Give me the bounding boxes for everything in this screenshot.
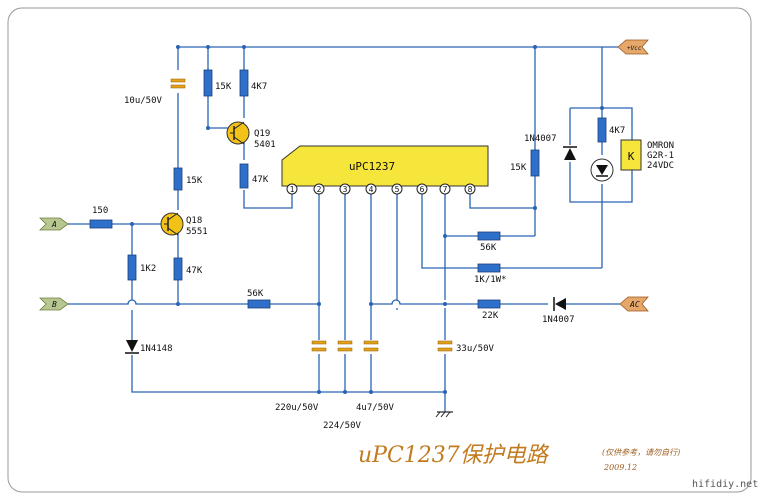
resistor-1k2 — [127, 254, 137, 281]
watermark: hifidiy.net — [692, 479, 758, 490]
resistor-56k-b — [247, 299, 271, 309]
capacitor-10u-label: 10u/50V — [124, 96, 163, 106]
relay-coil — [620, 139, 642, 171]
terminal-a-label: A — [51, 220, 57, 229]
capacitor-10u: 10u/50V — [124, 78, 186, 106]
capacitor-4u7-label: 4u7/50V — [356, 403, 395, 413]
transistor-q19-ref: Q19 — [254, 129, 270, 139]
terminal-b: B — [39, 297, 69, 311]
ic-pin-2: 2 — [317, 185, 322, 194]
resistor-1k-1w-label: 1K/1W* — [474, 275, 507, 285]
resistor-4k7-relay-label: 4K7 — [609, 126, 625, 136]
ic-pin-6: 6 — [420, 185, 425, 194]
capacitor-220u-label: 220u/50V — [275, 403, 319, 413]
transistor-q18-ref: Q18 — [186, 216, 202, 226]
resistor-4k7-top — [239, 69, 249, 97]
ic-upc1237: uPC1237 1 2 3 4 5 6 7 8 — [281, 145, 489, 195]
relay-block: 1N4007 4K7 K OMRON G2R-1 24VDC — [524, 117, 674, 182]
diode-1n4007-ac-label: 1N4007 — [542, 315, 575, 325]
resistor-15k-top-label: 15K — [215, 82, 232, 92]
resistor-15k-top — [203, 69, 213, 97]
resistor-47k-ic-label: 47K — [252, 175, 269, 185]
resistor-56k-right — [477, 231, 501, 241]
resistor-47k-q18 — [173, 257, 183, 281]
terminal-ac-label: AC — [629, 300, 640, 309]
resistor-1k-1w — [477, 263, 501, 273]
ic-pin-3: 3 — [343, 185, 348, 194]
capacitor-224-label: 224/50V — [323, 421, 362, 431]
diode-1n4148: 1N4148 — [125, 340, 173, 354]
ic-pin-7: 7 — [443, 185, 448, 194]
ic-pin-5: 5 — [395, 185, 400, 194]
resistor-15k-right-label: 15K — [510, 163, 527, 173]
ic-pin-4: 4 — [369, 185, 374, 194]
junction-dots — [130, 45, 604, 394]
resistor-22k-label: 22K — [482, 311, 499, 321]
relay-line1: OMRON — [647, 141, 674, 151]
capacitor-220u: 220u/50V — [275, 340, 327, 413]
resistor-56k-right-label: 56K — [480, 243, 497, 253]
wires — [68, 46, 633, 412]
terminal-ac: AC — [619, 296, 649, 312]
transistor-q19-part: 5401 — [254, 140, 276, 150]
resistor-150 — [89, 219, 113, 229]
diagram-note: (仅供参考，请勿自行) — [602, 448, 680, 457]
transistor-q18-part: 5551 — [186, 227, 208, 237]
relay-line3: 24VDC — [647, 161, 674, 171]
capacitor-224: 224/50V — [323, 340, 362, 431]
relay-letter: K — [628, 150, 635, 163]
terminal-vcc: +Vcc — [617, 39, 649, 55]
diode-1n4148-label: 1N4148 — [140, 344, 173, 354]
capacitor-33u: 33u/50V — [437, 340, 495, 354]
diode-1n4007-ac: 1N4007 — [542, 297, 575, 325]
capacitor-33u-label: 33u/50V — [456, 344, 495, 354]
ic-pin-1: 1 — [290, 185, 295, 194]
capacitor-4u7: 4u7/50V — [356, 340, 395, 413]
ground-symbol — [435, 411, 453, 418]
diagram-title: uPC1237保护电路 — [358, 443, 550, 468]
diode-1n4007-top-label: 1N4007 — [524, 134, 557, 144]
resistor-1k2-label: 1K2 — [140, 264, 156, 274]
resistor-47k-q18-label: 47K — [186, 266, 203, 276]
resistor-22k — [477, 299, 501, 309]
resistor-150-label: 150 — [92, 206, 108, 216]
terminal-a: A — [39, 217, 69, 231]
resistor-4k7-top-label: 4K7 — [251, 82, 267, 92]
resistor-15k-right — [530, 149, 540, 177]
ic-name: uPC1237 — [349, 160, 395, 173]
relay-line2: G2R-1 — [647, 151, 674, 161]
resistor-15k-mid-label: 15K — [186, 176, 203, 186]
diagram-date: 2009.12 — [603, 463, 637, 472]
resistor-56k-b-label: 56K — [247, 289, 264, 299]
terminal-b-label: B — [52, 300, 57, 309]
transistor-q19: Q19 5401 — [226, 121, 276, 150]
transistor-q18: Q18 5551 — [160, 212, 208, 237]
ic-pins: 1 2 3 4 5 6 7 8 — [286, 183, 476, 195]
diagram-border — [7, 7, 752, 493]
terminal-vcc-label: +Vcc — [627, 45, 642, 52]
resistor-47k-ic — [239, 163, 249, 189]
ic-pin-8: 8 — [468, 185, 473, 194]
resistor-15k-mid — [173, 167, 183, 191]
